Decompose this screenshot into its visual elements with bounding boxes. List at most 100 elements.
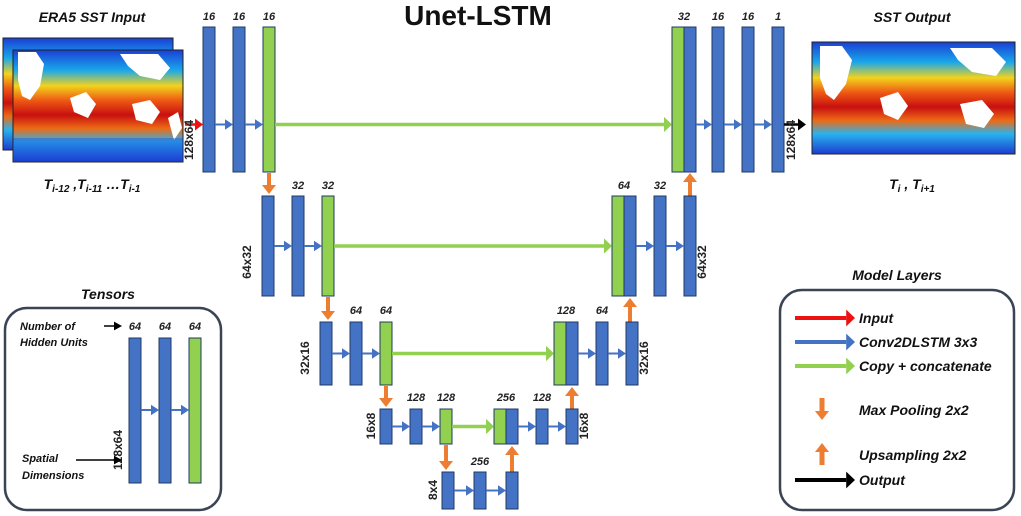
output-header: SST Output <box>874 9 952 25</box>
enc2-conv-2 <box>349 321 363 386</box>
dec1-concat-up <box>623 195 637 297</box>
dim-label-level0-left: 128x64 <box>182 120 196 160</box>
skip-arrow-0 <box>275 116 672 133</box>
legend-item: Conv2DLSTM 3x3 <box>795 333 977 351</box>
hidden-units-label-line1: Number of <box>20 321 76 333</box>
input-sst-map-front <box>12 49 184 163</box>
enc0-conv-arrow-2 <box>245 119 263 130</box>
enc2-conv-arrow-1 <box>332 348 350 359</box>
tensors-title: Tensors <box>81 286 135 302</box>
legend-label-5: Output <box>859 472 906 488</box>
legend-item: Copy + concatenate <box>795 357 992 375</box>
dec0-conv-arrow-3 <box>754 119 772 130</box>
units-enc2-3: 64 <box>380 305 392 317</box>
enc0-copy <box>262 26 276 173</box>
enc1-conv-2 <box>291 195 305 297</box>
tensor-conv-1 <box>128 337 142 484</box>
dim-label-level1-right: 64x32 <box>695 245 709 279</box>
legend-label-4: Upsampling 2x2 <box>859 447 967 463</box>
legend-arrow-5 <box>795 471 855 489</box>
legend-label-1: Conv2DLSTM 3x3 <box>859 334 977 350</box>
tensor-units-1: 64 <box>129 321 141 333</box>
units-enc3-3: 128 <box>437 392 456 404</box>
bottleneck-conv-3 <box>505 471 519 510</box>
dim-label-level1-left: 64x32 <box>240 245 254 279</box>
output-panel: SST Output Ti , Ti+1 <box>811 9 1016 195</box>
dec2-concat-up <box>565 321 579 386</box>
legend-title: Model Layers <box>852 267 942 283</box>
dec1-conv-arrow-2 <box>666 240 684 252</box>
hidden-units-pointer <box>104 321 122 331</box>
dim-label-level3-right: 16x8 <box>577 412 591 439</box>
units-enc0-2: 16 <box>233 11 246 23</box>
dim-label-level2-right: 32x16 <box>637 341 651 375</box>
units-dec0-4: 1 <box>775 11 781 23</box>
enc2-conv-arrow-2 <box>362 348 380 359</box>
skip-arrow-3 <box>452 418 494 435</box>
dec2-conv-arrow-2 <box>608 348 626 359</box>
enc1-conv-arrow-2 <box>304 240 322 252</box>
hidden-units-label-line2: Hidden Units <box>20 337 88 349</box>
units-dec0-1: 32 <box>678 11 690 23</box>
skip-arrow-2 <box>392 345 554 362</box>
bottleneck-conv-1 <box>441 471 455 510</box>
units-dec2-1: 128 <box>557 305 576 317</box>
dec3-conv-arrow-2 <box>548 421 566 432</box>
spatial-label-line2: Dimensions <box>22 470 84 482</box>
units-enc2-2: 64 <box>350 305 362 317</box>
units-enc3-2: 128 <box>407 392 426 404</box>
diagram-title: Unet-LSTM <box>404 0 552 31</box>
dim-label-level0-right: 128x64 <box>784 120 798 160</box>
dec2-conv-arrow-1 <box>578 348 596 359</box>
legend-item: Upsampling 2x2 <box>815 443 967 465</box>
enc3-conv-arrow-2 <box>422 421 440 432</box>
legend-item: Max Pooling 2x2 <box>815 398 969 420</box>
dec0-concat-up <box>683 26 697 173</box>
legend-item: Output <box>795 471 906 489</box>
enc3-conv-arrow-1 <box>392 421 410 432</box>
tensor-units-2: 64 <box>159 321 171 333</box>
dec0-conv-1 <box>711 26 725 173</box>
dec3-conv-1 <box>535 408 549 445</box>
skip-arrow-1 <box>334 238 612 254</box>
up-arrow-1 <box>623 298 637 322</box>
dec0-conv-arrow-1 <box>696 119 712 130</box>
tensor-copy <box>188 337 202 484</box>
tensor-units-3: 64 <box>189 321 201 333</box>
pool-arrow-3 <box>439 445 453 470</box>
dec3-conv-arrow-1 <box>518 421 536 432</box>
input-caption: Ti-12 ,Ti-11 …Ti-1 <box>44 176 141 195</box>
up-arrow-0 <box>683 173 697 196</box>
units-bottleneck: 256 <box>470 456 490 468</box>
enc0-conv-1 <box>202 26 216 173</box>
legend-arrow-0 <box>795 309 855 327</box>
enc3-conv-2 <box>409 408 423 445</box>
units-enc1-3: 32 <box>322 180 334 192</box>
units-dec3-2: 128 <box>533 392 552 404</box>
units-enc0-3: 16 <box>263 11 276 23</box>
legend-label-3: Max Pooling 2x2 <box>859 402 969 418</box>
legend-label-0: Input <box>859 310 895 326</box>
dec1-conv-arrow-1 <box>636 240 654 252</box>
units-dec2-2: 64 <box>596 305 608 317</box>
input-header: ERA5 SST Input <box>39 9 147 25</box>
up-arrow-2 <box>565 387 579 409</box>
legend-label-2: Copy + concatenate <box>859 358 992 374</box>
dec3-concat-copy <box>493 408 507 445</box>
legend-arrow-4 <box>815 443 829 465</box>
tensor-conv-arrow-1 <box>141 404 159 416</box>
dec3-concat-up <box>505 408 519 445</box>
enc0-conv-2 <box>232 26 246 173</box>
dec0-concat-copy <box>671 26 685 173</box>
bottleneck-conv-arrow-1 <box>454 485 474 496</box>
up-arrow-3 <box>505 446 519 472</box>
output-caption: Ti , Ti+1 <box>889 176 935 195</box>
dec0-conv-2 <box>741 26 755 173</box>
dec2-concat-copy <box>553 321 567 386</box>
enc3-copy <box>439 408 453 445</box>
dec2-conv-1 <box>595 321 609 386</box>
pool-arrow-2 <box>379 386 393 407</box>
